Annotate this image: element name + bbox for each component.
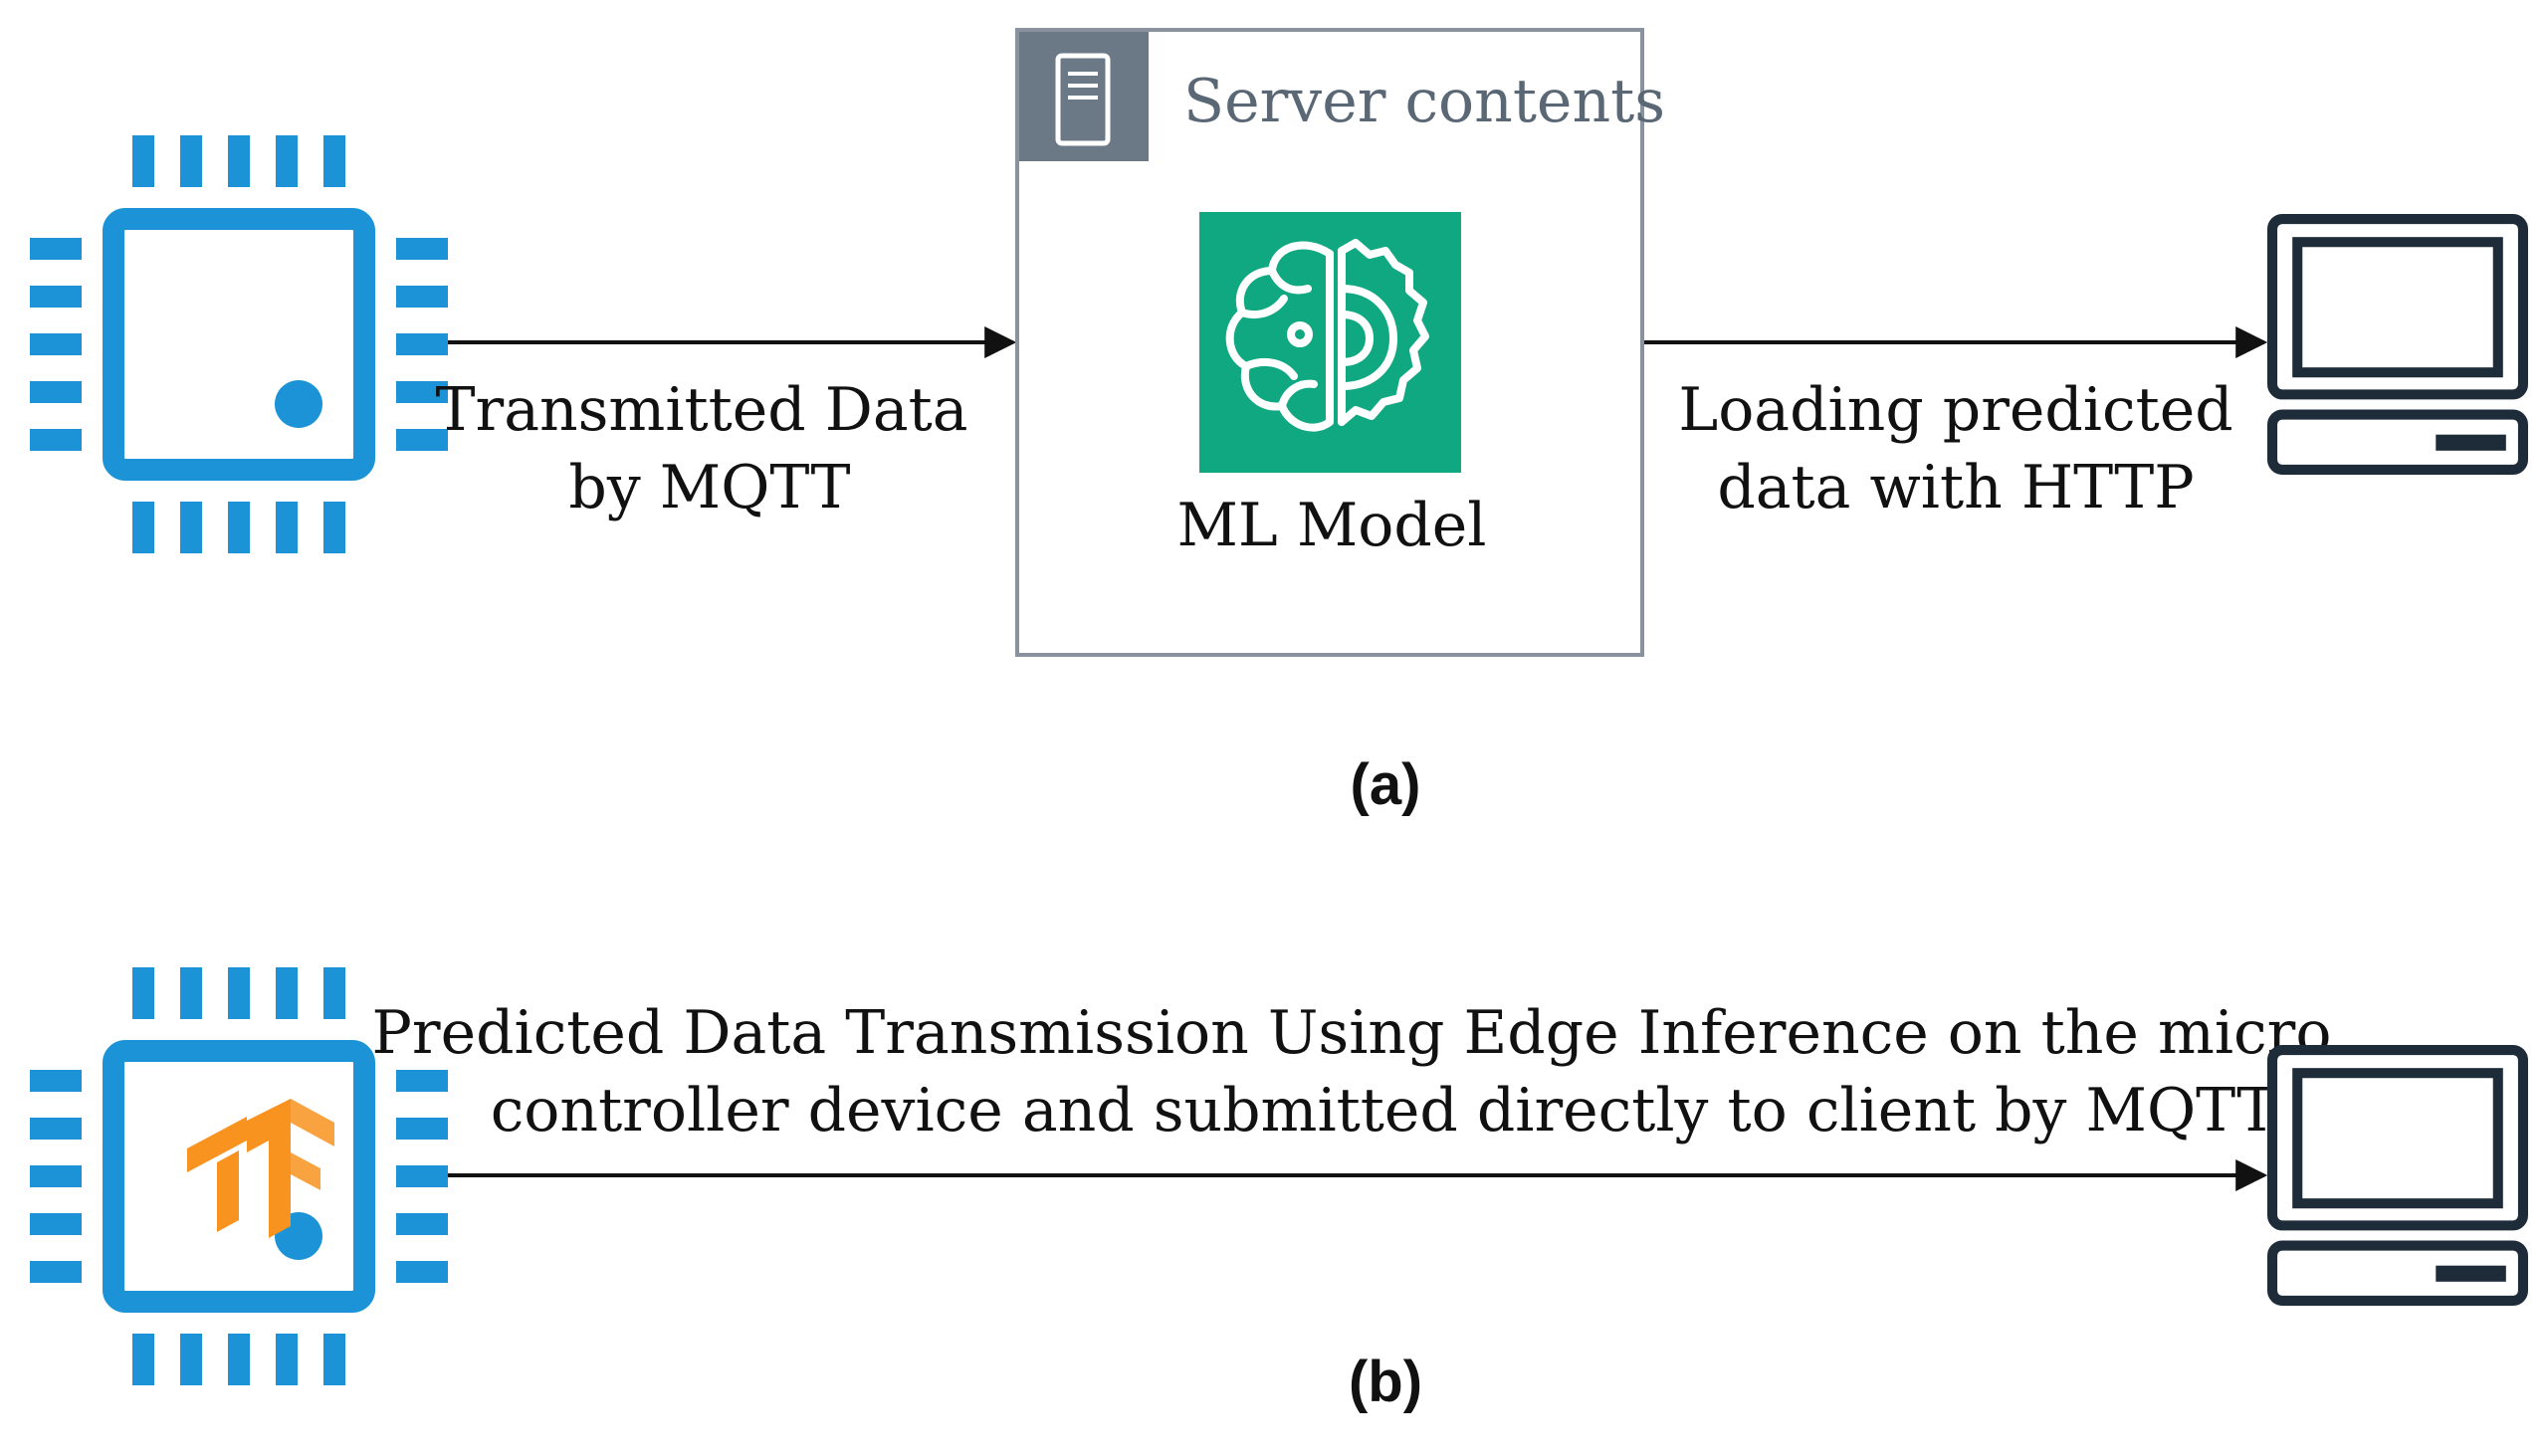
server-title: Server contents bbox=[1183, 67, 1665, 136]
microcontroller-chip-icon bbox=[30, 135, 448, 553]
server-icon bbox=[1019, 32, 1149, 161]
edge-arrow-label-line2: controller device and submitted directly… bbox=[491, 1076, 2277, 1145]
http-arrow-label-line2: data with HTTP bbox=[1717, 453, 2194, 522]
ml-model-label: ML Model bbox=[1176, 491, 1486, 560]
desktop-computer-icon bbox=[2272, 1050, 2523, 1301]
tensorflow-icon bbox=[187, 1099, 334, 1238]
panel-a: Transmitted Data by MQTT Server contents bbox=[30, 28, 2523, 817]
mqtt-arrow-label-line1: Transmitted Data bbox=[436, 375, 968, 445]
caption-a: (a) bbox=[1351, 752, 1421, 817]
caption-b: (b) bbox=[1349, 1350, 1422, 1414]
ml-model-brain-gear-icon bbox=[1199, 212, 1461, 473]
edge-arrow-label-line1: Predicted Data Transmission Using Edge I… bbox=[372, 998, 2332, 1068]
server-box: Server contents bbox=[1015, 28, 1665, 657]
mqtt-arrow-label-line2: by MQTT bbox=[568, 453, 850, 522]
desktop-computer-icon bbox=[2272, 219, 2523, 470]
http-arrow-label-line1: Loading predicted bbox=[1678, 375, 2232, 445]
panel-b: Predicted Data Transmission Using Edge I… bbox=[30, 967, 2523, 1414]
